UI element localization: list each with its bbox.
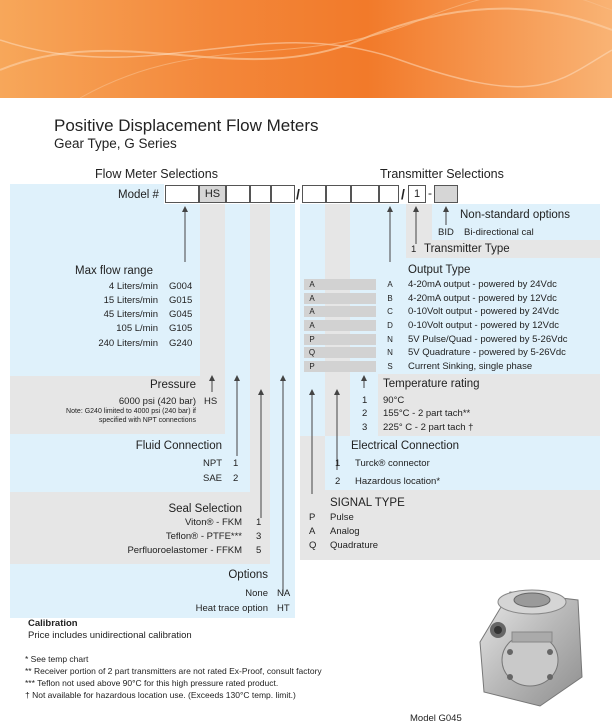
output-code-3: C	[382, 306, 398, 317]
output-desc-3: 0-10Volt output - powered by 24Vdc	[408, 306, 559, 317]
non-standard-title: Non-standard options	[460, 209, 570, 221]
fluid-code-1: 1	[233, 458, 238, 469]
signal-desc-1: Pulse	[330, 512, 354, 523]
temperature-desc-3: 225° C - 2 part tach †	[383, 422, 473, 433]
output-desc-7: Current Sinking, single phase	[408, 361, 532, 372]
seal-label-3: Perfluoroelastomer - FFKM	[127, 545, 242, 556]
product-caption: Model G045	[410, 713, 462, 724]
output-sig-3: A	[304, 306, 320, 317]
signal-code-3: Q	[309, 540, 316, 551]
max-flow-code-2: G015	[169, 295, 192, 306]
temperature-code-1: 1	[362, 395, 367, 406]
electrical-code-1: 1	[335, 458, 340, 469]
max-flow-code-5: G240	[169, 338, 192, 349]
signal-code-1: P	[309, 512, 315, 523]
pressure-title: Pressure	[150, 379, 196, 391]
max-flow-range-4: 105 L/min	[116, 323, 158, 334]
output-code-1: A	[382, 279, 398, 290]
electrical-desc-1: Turck® connector	[355, 458, 430, 469]
footnote-1: * See temp chart	[25, 654, 88, 664]
temperature-title: Temperature rating	[383, 378, 480, 390]
output-code-5: N	[382, 334, 398, 345]
signal-desc-3: Quadrature	[330, 540, 378, 551]
output-code-6: N	[382, 347, 398, 358]
fluid-title: Fluid Connection	[136, 440, 222, 452]
footnote-4: † Not available for hazardous location u…	[25, 690, 296, 700]
gear-flow-meter-image	[470, 582, 595, 710]
options-title: Options	[228, 569, 268, 581]
output-code-2: B	[382, 293, 398, 304]
temperature-desc-1: 90°C	[383, 395, 404, 406]
max-flow-code-4: G105	[169, 323, 192, 334]
output-desc-6: 5V Quadrature - powered by 5-26Vdc	[408, 347, 566, 358]
temperature-code-3: 3	[362, 422, 367, 433]
output-sig-1: A	[304, 279, 320, 290]
output-sig-5: P	[304, 334, 320, 345]
output-desc-1: 4-20mA output - powered by 24Vdc	[408, 279, 557, 290]
options-label-1: None	[245, 588, 268, 599]
footnote-3: *** Teflon not used above 90°C for this …	[25, 678, 278, 688]
max-flow-range-5: 240 Liters/min	[98, 338, 158, 349]
electrical-title: Electrical Connection	[351, 440, 459, 452]
electrical-code-2: 2	[335, 476, 340, 487]
signal-code-2: A	[309, 526, 315, 537]
seal-label-1: Viton® - FKM	[185, 517, 242, 528]
transmitter-type-code: 1	[411, 244, 416, 255]
signal-desc-2: Analog	[330, 526, 360, 537]
pressure-value: 6000 psi (420 bar)	[119, 396, 196, 407]
pressure-note-2: specified with NPT connections	[99, 417, 196, 424]
output-sig-4: A	[304, 320, 320, 331]
temperature-code-2: 2	[362, 408, 367, 419]
fluid-label-2: SAE	[203, 473, 222, 484]
non-standard-desc: Bi-directional cal	[464, 227, 534, 238]
output-sig-6: Q	[304, 347, 320, 358]
options-code-2: HT	[277, 603, 290, 614]
max-flow-code-1: G004	[169, 281, 192, 292]
non-standard-code: BID	[438, 227, 454, 238]
signal-title: SIGNAL TYPE	[330, 497, 405, 509]
max-flow-range-3: 45 Liters/min	[104, 309, 158, 320]
max-flow-range-1: 4 Liters/min	[109, 281, 158, 292]
output-desc-2: 4-20mA output - powered by 12Vdc	[408, 293, 557, 304]
options-label-2: Heat trace option	[196, 603, 268, 614]
output-sig-7: P	[304, 361, 320, 372]
footnote-2: ** Receiver portion of 2 part transmitte…	[25, 666, 322, 676]
seal-code-2: 3	[256, 531, 261, 542]
fluid-label-1: NPT	[203, 458, 222, 469]
seal-title: Seal Selection	[168, 503, 242, 515]
pressure-code: HS	[204, 396, 217, 407]
pressure-note-1: Note: G240 limited to 4000 psi (240 bar)…	[66, 408, 196, 415]
seal-label-2: Teflon® - PTFE***	[166, 531, 242, 542]
output-code-4: D	[382, 320, 398, 331]
output-desc-4: 0-10Volt output - powered by 12Vdc	[408, 320, 559, 331]
electrical-desc-2: Hazardous location*	[355, 476, 440, 487]
options-code-1: NA	[277, 588, 290, 599]
seal-code-1: 1	[256, 517, 261, 528]
fluid-code-2: 2	[233, 473, 238, 484]
seal-code-3: 5	[256, 545, 261, 556]
calibration-title: Calibration	[28, 618, 78, 629]
output-type-title: Output Type	[408, 264, 470, 276]
output-code-7: S	[382, 361, 398, 372]
temperature-desc-2: 155°C - 2 part tach**	[383, 408, 470, 419]
max-flow-range-2: 15 Liters/min	[104, 295, 158, 306]
output-desc-5: 5V Pulse/Quad - powered by 5-26Vdc	[408, 334, 567, 345]
transmitter-type-label: Transmitter Type	[424, 243, 510, 255]
max-flow-code-3: G045	[169, 309, 192, 320]
max-flow-title: Max flow range	[75, 265, 153, 277]
output-sig-2: A	[304, 293, 320, 304]
calibration-desc: Price includes unidirectional calibratio…	[28, 630, 192, 641]
